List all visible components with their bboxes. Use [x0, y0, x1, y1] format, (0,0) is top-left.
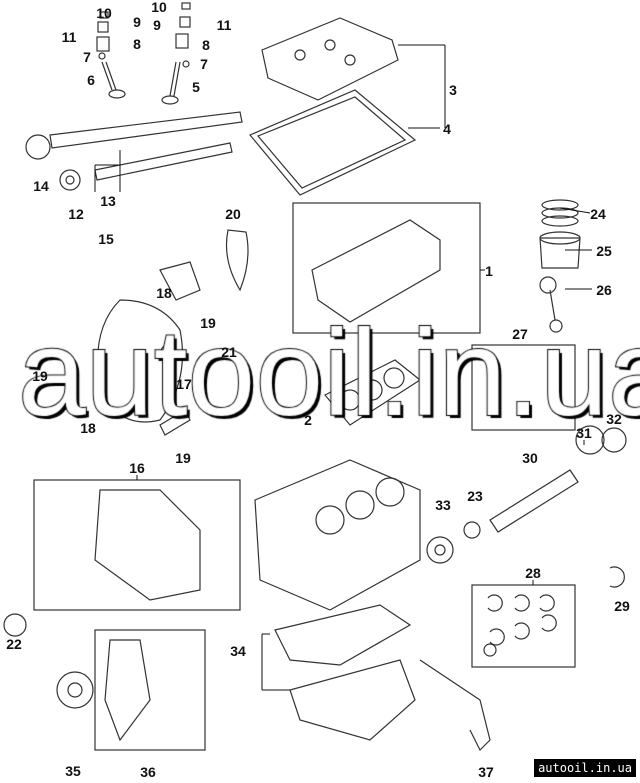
thrust-washer: [609, 566, 625, 588]
callout-23: 23: [467, 488, 483, 504]
callout-24: 24: [590, 206, 606, 222]
callout-9b: 9: [153, 17, 161, 33]
main-bearings: [487, 594, 557, 646]
callout-18: 18: [156, 285, 172, 301]
callout-20: 20: [225, 206, 241, 222]
callout-7: 7: [83, 49, 91, 65]
oil-pan-lower: [289, 659, 416, 741]
site-badge: autooil.in.ua: [534, 759, 636, 777]
watermark: [0, 300, 640, 450]
timing-cover: [94, 489, 201, 601]
engine-block: [254, 459, 421, 611]
valve-cover: [249, 17, 417, 196]
callout-9: 9: [133, 14, 141, 30]
callout-36: 36: [140, 764, 156, 780]
callout-19d: 19: [175, 450, 191, 466]
bearing-box-28: [471, 584, 576, 668]
callout-19c: 19: [32, 368, 48, 384]
callout-10: 10: [96, 5, 112, 21]
callout-11: 11: [61, 29, 77, 45]
oil-pump-rotor: [56, 671, 94, 709]
callout-17: 17: [176, 376, 192, 392]
callout-27: 27: [512, 326, 528, 342]
callout-37: 37: [478, 764, 494, 780]
callout-21: 21: [221, 344, 237, 360]
callout-30: 30: [522, 450, 538, 466]
callout-18b: 18: [80, 420, 96, 436]
callout-31: 31: [576, 425, 592, 441]
callout-7b: 7: [200, 56, 208, 72]
oil-pump-box: [94, 629, 206, 751]
callout-34: 34: [230, 643, 246, 659]
callout-10b: 10: [151, 0, 167, 15]
callout-32: 32: [606, 411, 622, 427]
leader-lines: [94, 44, 592, 691]
callout-29: 29: [614, 598, 630, 614]
oil-pan-upper: [274, 604, 412, 666]
callout-1: 1: [485, 263, 493, 279]
callout-16: 16: [129, 460, 145, 476]
callout-19: 19: [200, 315, 216, 331]
callout-11b: 11: [216, 17, 232, 33]
callout-15: 15: [98, 231, 114, 247]
callout-28: 28: [525, 565, 541, 581]
callout-5: 5: [192, 79, 200, 95]
callout-35: 35: [65, 763, 81, 779]
callout-3: 3: [449, 82, 457, 98]
callout-14: 14: [33, 178, 49, 194]
callout-26: 26: [596, 282, 612, 298]
callout-22: 22: [6, 636, 22, 652]
callout-4: 4: [443, 121, 451, 137]
callout-8b: 8: [202, 37, 210, 53]
camshafts: [25, 111, 243, 191]
callout-25: 25: [596, 243, 612, 259]
callout-13: 13: [100, 193, 116, 209]
seal-22: [3, 613, 27, 637]
callout-6: 6: [87, 72, 95, 88]
callout-2: 2: [304, 412, 312, 428]
callout-33: 33: [435, 497, 451, 513]
valve-train-left: [96, 2, 191, 105]
callout-8: 8: [133, 36, 141, 52]
oil-pickup: [419, 659, 491, 752]
callout-12: 12: [68, 206, 84, 222]
